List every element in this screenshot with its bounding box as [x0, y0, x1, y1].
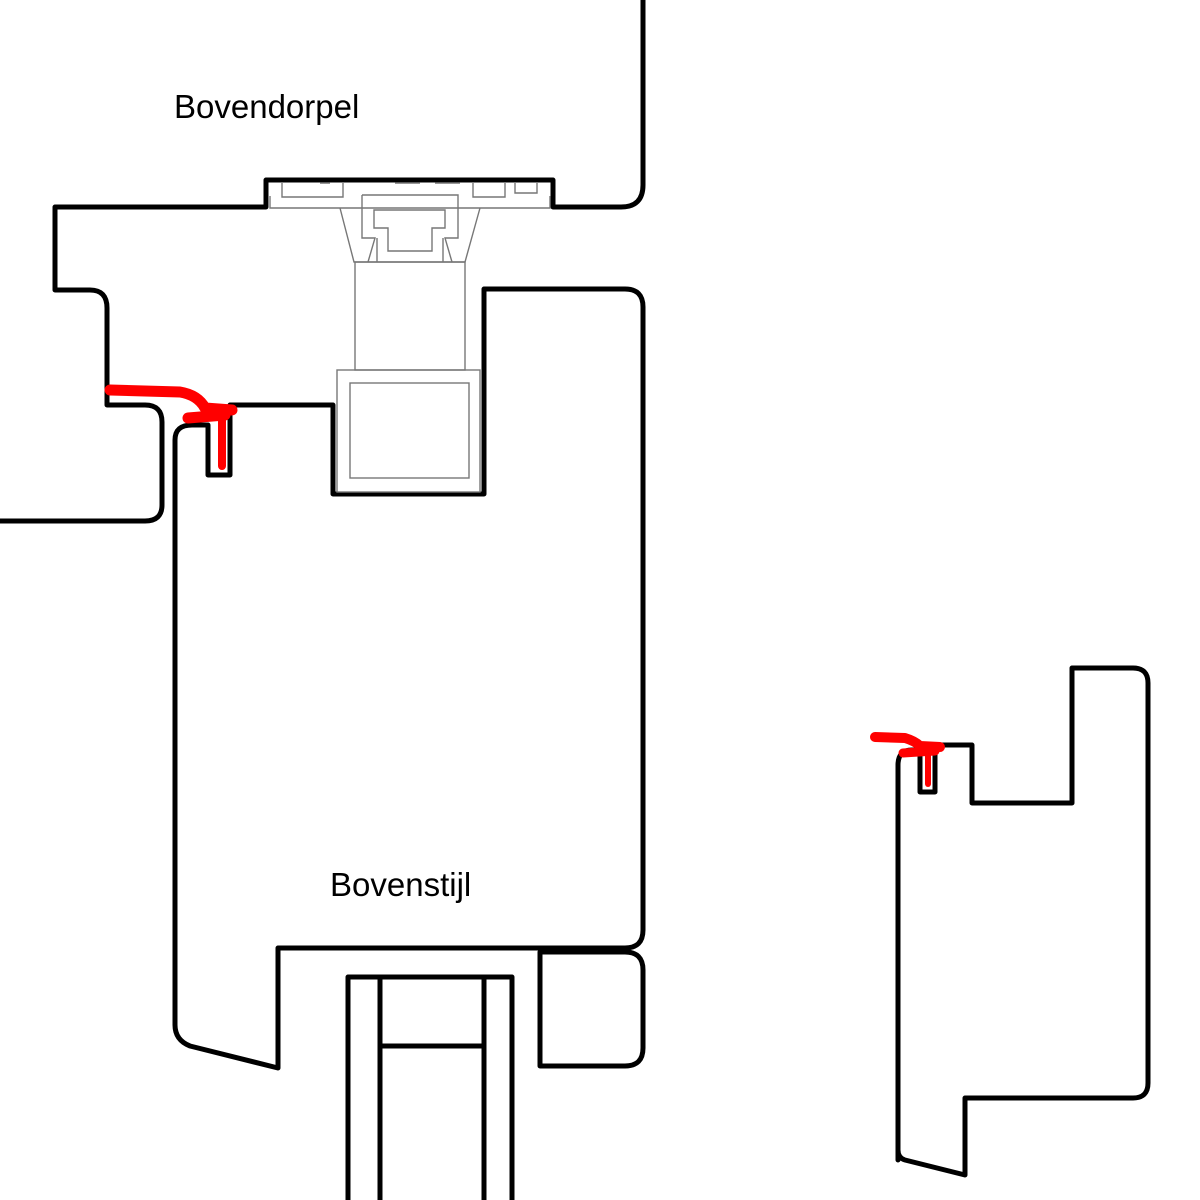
- sash-label: Bovenstijl: [330, 866, 472, 903]
- frame-label: Bovendorpel: [174, 88, 360, 125]
- glass-pane: [345, 974, 515, 1200]
- hinge-hardware: [269, 182, 551, 493]
- glazing-bead: [537, 949, 646, 1069]
- sash-outline: [172, 286, 646, 1071]
- weather-seal-main: [104, 384, 238, 470]
- weather-seal-detail: [870, 732, 945, 787]
- frame-outline: [0, 0, 646, 524]
